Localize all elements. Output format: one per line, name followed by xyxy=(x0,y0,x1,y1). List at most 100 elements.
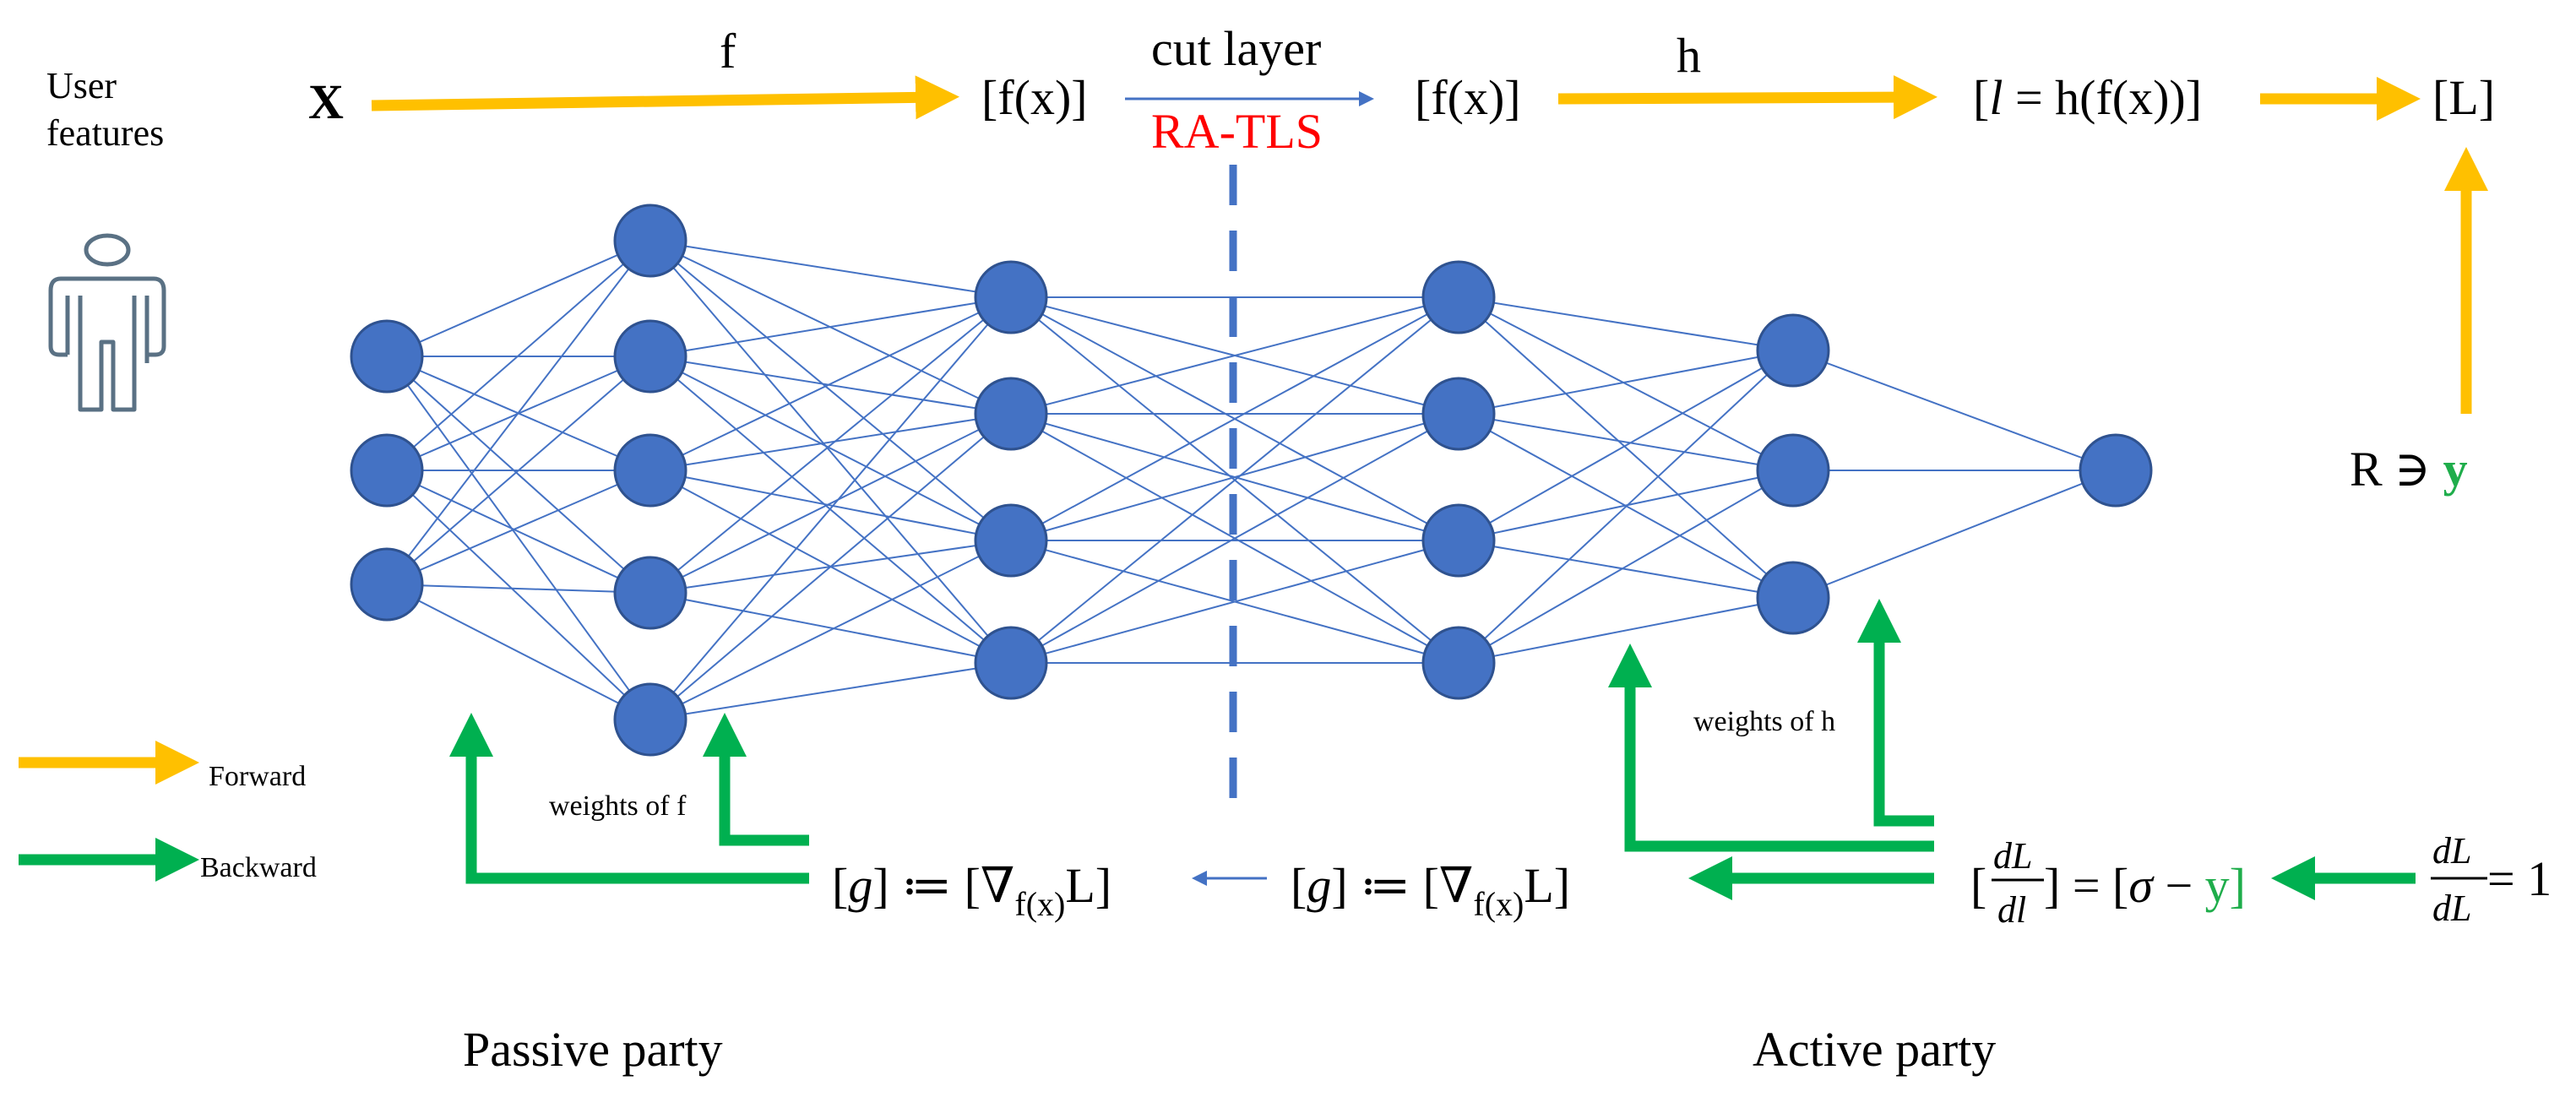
network-edge xyxy=(386,240,651,585)
network-edge xyxy=(649,296,1012,594)
backward-arrow-to-weights-h-outer xyxy=(1608,644,1934,852)
network-edges xyxy=(386,240,2117,720)
network-node-l5-n3 xyxy=(1756,561,1830,635)
h-label: h xyxy=(1677,28,1701,83)
network-edge xyxy=(649,296,1012,720)
fx-right-label: [f(x)] xyxy=(1415,70,1521,125)
network-node-l2-n4 xyxy=(613,556,687,630)
dL-numerator: dL xyxy=(2432,830,2471,872)
network-edge xyxy=(386,584,651,720)
dL-fraction: dL dL xyxy=(2431,830,2487,929)
network-edge xyxy=(1458,350,1794,541)
network-node-l3-n3 xyxy=(974,503,1048,578)
network-edge xyxy=(1792,350,2117,471)
network-node-l2-n5 xyxy=(613,682,687,757)
cut-layer-label: cut layer xyxy=(1151,21,1321,76)
f-label: f xyxy=(720,24,736,79)
network-edge xyxy=(1792,470,2117,599)
network-node-l3-n1 xyxy=(974,260,1048,334)
network-node-l4-n1 xyxy=(1421,260,1496,334)
network-edge xyxy=(649,296,1012,357)
network-edge xyxy=(649,240,1012,541)
network-edge xyxy=(386,356,651,585)
network-edge xyxy=(1458,540,1794,599)
network-edge xyxy=(1010,413,1459,664)
sigma-minus-y: ] = [σ − y] xyxy=(2044,858,2246,913)
eq-one: = 1 xyxy=(2487,851,2552,906)
network-edge xyxy=(1458,296,1794,471)
network-node-l1-n1 xyxy=(350,319,424,394)
network-edge xyxy=(649,592,1012,664)
network-edge xyxy=(386,470,651,720)
network-edge xyxy=(649,356,1012,541)
forward-arrow-fx-to-l xyxy=(1557,75,1937,120)
network-edge xyxy=(1458,470,1794,541)
dL-denominator: dL xyxy=(2432,888,2471,929)
backward-arrow-to-input-layer xyxy=(449,713,809,884)
network-edge xyxy=(1458,350,1794,415)
network-node-l1-n2 xyxy=(350,433,424,508)
network-edge xyxy=(1458,296,1794,351)
backward-arrow-to-weights-f xyxy=(703,713,809,846)
legend-forward-label: Forward xyxy=(209,761,306,792)
network-edge xyxy=(1010,540,1459,664)
network-edge xyxy=(1010,296,1459,541)
network-node-l5-n2 xyxy=(1756,433,1830,508)
network-edge xyxy=(1010,296,1459,664)
network-edge xyxy=(386,240,651,471)
fx-left-label: [f(x)] xyxy=(981,70,1088,125)
network-edge xyxy=(1010,413,1459,541)
network-edge xyxy=(649,296,1012,471)
network-edge xyxy=(649,470,1012,541)
network-edge xyxy=(649,413,1012,471)
network-edge xyxy=(1458,470,1794,664)
passive-party-label: Passive party xyxy=(463,1022,723,1077)
network-node-l1-n3 xyxy=(350,547,424,622)
network-edge xyxy=(649,540,1012,720)
network-edge xyxy=(1458,296,1794,599)
weights-of-h-label: weights of h xyxy=(1693,706,1835,737)
dl-fraction: [ dL dl xyxy=(1970,835,2044,931)
network-node-l2-n1 xyxy=(613,204,687,278)
network-edge xyxy=(649,240,1012,664)
forward-arrow-x-to-fx xyxy=(371,75,959,120)
network-edge xyxy=(386,584,651,594)
x-input-label: X xyxy=(308,74,344,129)
weights-of-f-label: weights of f xyxy=(549,790,687,822)
person-outline-icon xyxy=(48,233,166,412)
network-node-l2-n2 xyxy=(613,319,687,394)
gradient-g-left: [g] ≔ [∇f(x)L] xyxy=(832,858,1111,923)
loss-input-label: [l = h(f(x))] xyxy=(1973,70,2202,125)
dl-numerator: dL xyxy=(1993,835,2032,877)
label-set-label: R ∋ y xyxy=(2350,442,2468,497)
network-edge xyxy=(1458,413,1794,471)
network-edge xyxy=(1458,597,1794,664)
svg-text:[: [ xyxy=(1970,858,1986,913)
network-node-l4-n4 xyxy=(1421,626,1496,700)
network-node-l3-n4 xyxy=(974,626,1048,700)
network-edge xyxy=(1458,350,1794,664)
ra-tls-label: RA-TLS xyxy=(1151,104,1323,159)
network-edge xyxy=(386,356,651,720)
network-node-l2-n3 xyxy=(613,433,687,508)
dl-denominator: dl xyxy=(1997,889,2026,931)
legend-backward-label: Backward xyxy=(200,852,317,883)
network-edge xyxy=(649,662,1012,720)
network-edge xyxy=(386,470,651,594)
network-nodes xyxy=(350,204,2153,757)
network-edge xyxy=(649,413,1012,720)
backward-arrow-to-weights-h-inner xyxy=(1857,599,1934,827)
network-node-l4-n2 xyxy=(1421,377,1496,451)
network-node-l6-n1 xyxy=(2079,433,2153,508)
network-edge xyxy=(386,356,651,594)
active-party-label: Active party xyxy=(1753,1022,1996,1077)
network-edge xyxy=(649,356,1012,415)
user-features-label-1: User xyxy=(46,65,117,106)
user-features-label-2: features xyxy=(46,112,164,154)
network-node-l3-n2 xyxy=(974,377,1048,451)
network-edge xyxy=(386,470,651,585)
loss-L-label: [L] xyxy=(2432,70,2495,125)
network-node-l5-n1 xyxy=(1756,313,1830,388)
network-edge xyxy=(1010,296,1459,415)
